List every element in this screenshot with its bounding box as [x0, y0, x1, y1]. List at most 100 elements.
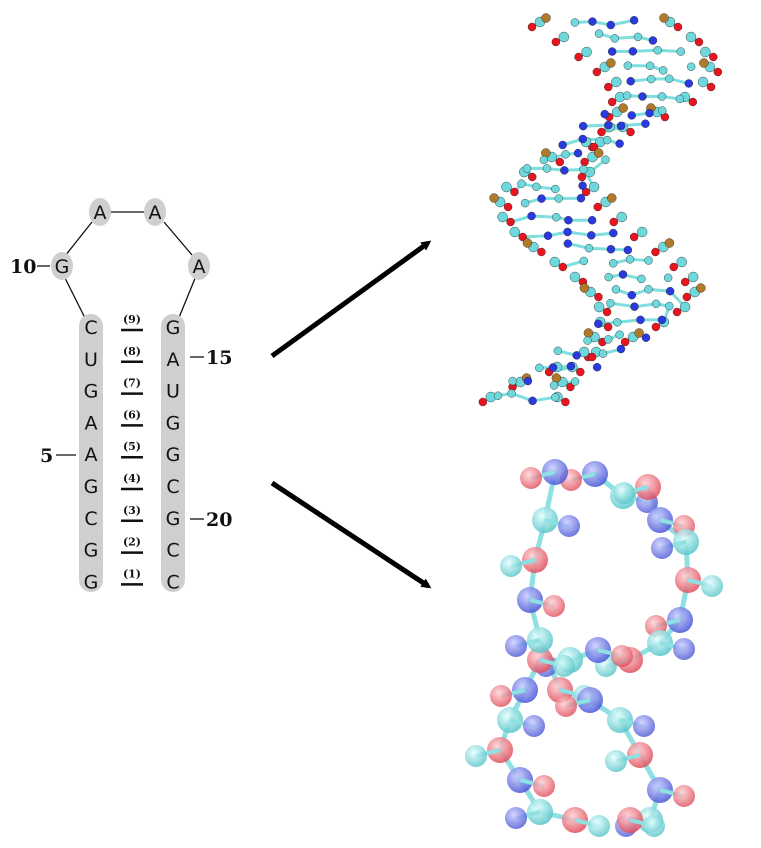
loop-connectors [63, 211, 197, 323]
nucleotide-label: C [166, 571, 179, 593]
atom [578, 181, 587, 190]
atom [551, 37, 561, 47]
cg-bead [465, 745, 487, 767]
atom [592, 67, 602, 77]
atom [627, 290, 637, 300]
atom [558, 31, 570, 43]
atom [583, 328, 594, 338]
atom [609, 228, 618, 238]
atom [598, 349, 608, 358]
atom [508, 376, 517, 386]
atom [576, 194, 586, 203]
cg-bead [543, 595, 565, 617]
atom [657, 92, 667, 101]
atom [588, 181, 600, 193]
atom [570, 18, 580, 27]
atom [554, 194, 563, 203]
atom [616, 211, 627, 223]
atom [657, 315, 667, 325]
atom [697, 76, 709, 88]
atom [680, 277, 690, 287]
nucleotide-g10: G [51, 252, 73, 280]
atom [569, 271, 581, 283]
atom [570, 377, 580, 386]
nucleotide-label: A [167, 349, 180, 371]
atom [594, 29, 604, 38]
cg-bead [605, 750, 627, 772]
atom [583, 336, 592, 345]
atom [618, 270, 628, 279]
cg-bead [673, 785, 695, 807]
cg-bead [553, 655, 575, 677]
atom [588, 17, 597, 26]
atom [658, 106, 667, 115]
nucleotide-label: G [166, 508, 181, 530]
cg-bead [555, 695, 577, 717]
atom [527, 22, 537, 32]
nucleotide-label: C [84, 317, 97, 339]
atom [699, 58, 709, 68]
backbone-link [64, 221, 93, 257]
atom [706, 82, 716, 92]
pair-label: (6) [123, 408, 141, 421]
atom [626, 127, 635, 137]
atom [566, 382, 575, 392]
nucleotide-label: G [166, 412, 181, 434]
nucleotide-label: A [85, 412, 98, 434]
atom [574, 52, 583, 62]
atom [573, 148, 583, 158]
atom [630, 302, 639, 311]
atom [687, 62, 696, 71]
atom [694, 37, 704, 47]
atom [658, 66, 668, 75]
atom [551, 184, 560, 194]
atom [607, 97, 617, 107]
stem-3prime-backdrop [161, 314, 185, 592]
atom [638, 92, 647, 101]
atom [549, 256, 561, 268]
atom [622, 91, 632, 100]
atom [527, 211, 536, 221]
atom [606, 299, 615, 308]
atom [641, 333, 651, 342]
pair-label: (9) [123, 313, 141, 326]
atom [489, 193, 499, 203]
atom [579, 165, 588, 174]
atom [553, 346, 563, 356]
nucleotide-label: A [193, 256, 206, 278]
atom [651, 299, 661, 309]
atom [676, 47, 686, 56]
atom [560, 166, 569, 175]
atom [679, 301, 691, 313]
atom [606, 245, 616, 254]
atom [609, 217, 618, 227]
atom [615, 330, 624, 339]
atom [555, 157, 565, 167]
atom [682, 292, 692, 302]
atom [651, 322, 661, 332]
pair-label: (1) [123, 567, 141, 580]
atom [607, 193, 617, 203]
coarse-grained-model [465, 459, 723, 837]
atom [566, 361, 576, 371]
atom [578, 121, 588, 131]
cg-bead [651, 537, 673, 559]
atom [558, 140, 567, 150]
atom [644, 285, 653, 294]
nucleotide-label: G [84, 571, 99, 593]
atom [593, 301, 605, 313]
atom [581, 46, 592, 58]
bond [583, 123, 609, 128]
atom [647, 74, 656, 84]
atom [636, 315, 645, 325]
atom [629, 232, 639, 242]
cg-bead [505, 807, 527, 829]
atom [665, 287, 675, 296]
atom [602, 307, 612, 317]
nucleotide-label: C [166, 476, 179, 498]
atom [579, 256, 588, 266]
atom [672, 307, 682, 317]
atom [518, 232, 527, 242]
atom [623, 61, 633, 70]
